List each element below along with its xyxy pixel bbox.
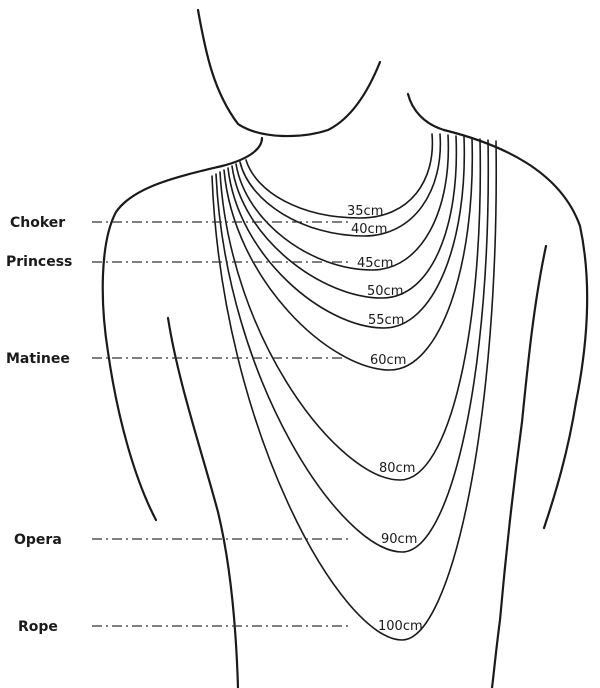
chain-35cm — [245, 133, 434, 219]
body-outline — [101, 8, 589, 688]
length-label-55cm: 55cm — [368, 313, 404, 328]
jaw-outline — [196, 8, 382, 138]
length-label-35cm: 35cm — [347, 204, 383, 219]
length-label-100cm: 100cm — [378, 619, 423, 634]
right-shoulder — [442, 128, 589, 530]
style-label-matinee: Matinee — [6, 351, 70, 367]
length-label-60cm: 60cm — [370, 353, 406, 368]
style-labels: Choker Princess Matinee Opera Rope — [6, 215, 72, 635]
left-shoulder — [101, 164, 224, 522]
chain-40cm — [239, 133, 442, 237]
length-label-90cm: 90cm — [381, 532, 417, 547]
right-armpit — [490, 244, 548, 688]
length-label-80cm: 80cm — [379, 461, 415, 476]
neck-right — [406, 92, 446, 132]
chain-100cm — [211, 140, 498, 641]
neck-left — [220, 136, 264, 168]
left-armpit — [166, 316, 240, 688]
style-label-rope: Rope — [18, 619, 58, 635]
length-label-45cm: 45cm — [357, 256, 393, 271]
length-labels: 35cm 40cm 45cm 50cm 55cm 60cm 80cm 90cm … — [347, 204, 423, 634]
length-label-40cm: 40cm — [351, 222, 387, 237]
style-label-opera: Opera — [14, 532, 62, 548]
style-label-princess: Princess — [6, 254, 72, 270]
chain-90cm — [215, 139, 490, 553]
style-label-choker: Choker — [10, 215, 65, 231]
chain-45cm — [235, 134, 450, 271]
guide-lines — [92, 221, 352, 627]
chain-50cm — [231, 135, 458, 299]
necklace-chains — [211, 133, 498, 641]
length-label-50cm: 50cm — [367, 284, 403, 299]
chain-60cm — [223, 137, 474, 371]
chain-55cm — [227, 136, 466, 329]
chain-80cm — [219, 138, 482, 481]
